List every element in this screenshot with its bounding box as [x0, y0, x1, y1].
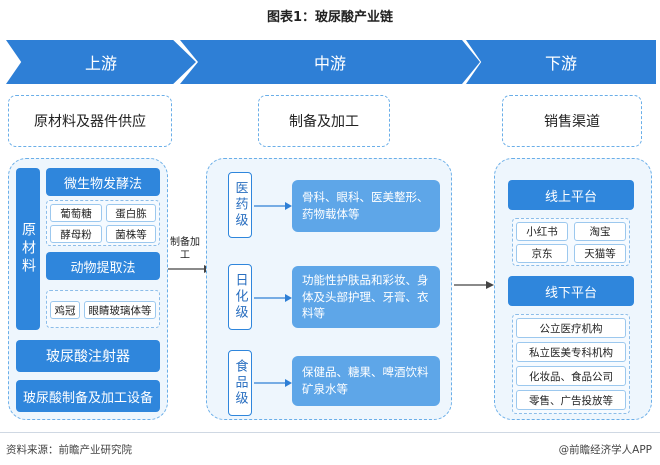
arrow-icon	[454, 281, 494, 289]
stage-midstream: 中游	[180, 40, 480, 84]
grade-label-pharma: 医药级	[228, 172, 252, 238]
stage-downstream: 下游	[466, 40, 656, 84]
offline-item: 公立医疗机构	[516, 318, 626, 338]
animal-extraction-method: 动物提取法	[46, 252, 160, 280]
brand-note: @前瞻经济学人APP	[558, 444, 652, 456]
injector: 玻尿酸注射器	[16, 340, 160, 372]
offline-item: 私立医美专科机构	[516, 342, 626, 362]
online-item: 天猫等	[574, 244, 626, 263]
grade-label-food: 食品级	[228, 350, 252, 416]
stage-upstream: 上游	[6, 40, 196, 84]
equipment: 玻尿酸制备及加工设备	[16, 380, 160, 412]
grade-desc-food: 保健品、糖果、啤酒饮料矿泉水等	[292, 356, 440, 406]
arrow-icon	[254, 379, 292, 387]
grade-desc-daily: 功能性护肤品和彩妆、身体及头部护理、牙膏、衣料等	[292, 266, 440, 328]
online-item: 淘宝	[574, 222, 626, 241]
arrow-icon	[254, 294, 292, 302]
fermentation-item: 葡萄糖	[50, 204, 102, 222]
raw-material-label: 原材料	[16, 168, 40, 330]
fermentation-item: 酵母粉	[50, 225, 102, 243]
fermentation-item: 菌株等	[106, 225, 156, 243]
animal-item: 眼睛玻璃体等	[84, 301, 156, 319]
online-platform: 线上平台	[508, 180, 634, 210]
arrow-icon	[254, 202, 292, 210]
chart-title: 图表1：玻尿酸产业链	[266, 10, 394, 25]
fermentation-item: 蛋白胨	[106, 204, 156, 222]
fermentation-method: 微生物发酵法	[46, 168, 160, 196]
midstream-header: 制备及加工	[258, 95, 390, 147]
downstream-header: 销售渠道	[502, 95, 642, 147]
upstream-header: 原材料及器件供应	[8, 95, 172, 147]
online-item: 京东	[516, 244, 568, 263]
grade-desc-pharma: 骨科、眼科、医美整形、药物载体等	[292, 180, 440, 232]
footer-divider	[0, 432, 660, 433]
source-note: 资料来源：前瞻产业研究院	[6, 444, 132, 456]
offline-item: 化妆品、食品公司	[516, 366, 626, 386]
online-item: 小红书	[516, 222, 568, 241]
offline-platform: 线下平台	[508, 276, 634, 306]
connector-label: 制备加工	[170, 237, 200, 261]
offline-item: 零售、广告投放等	[516, 390, 626, 410]
grade-label-daily: 日化级	[228, 264, 252, 330]
animal-item: 鸡冠	[50, 301, 80, 319]
